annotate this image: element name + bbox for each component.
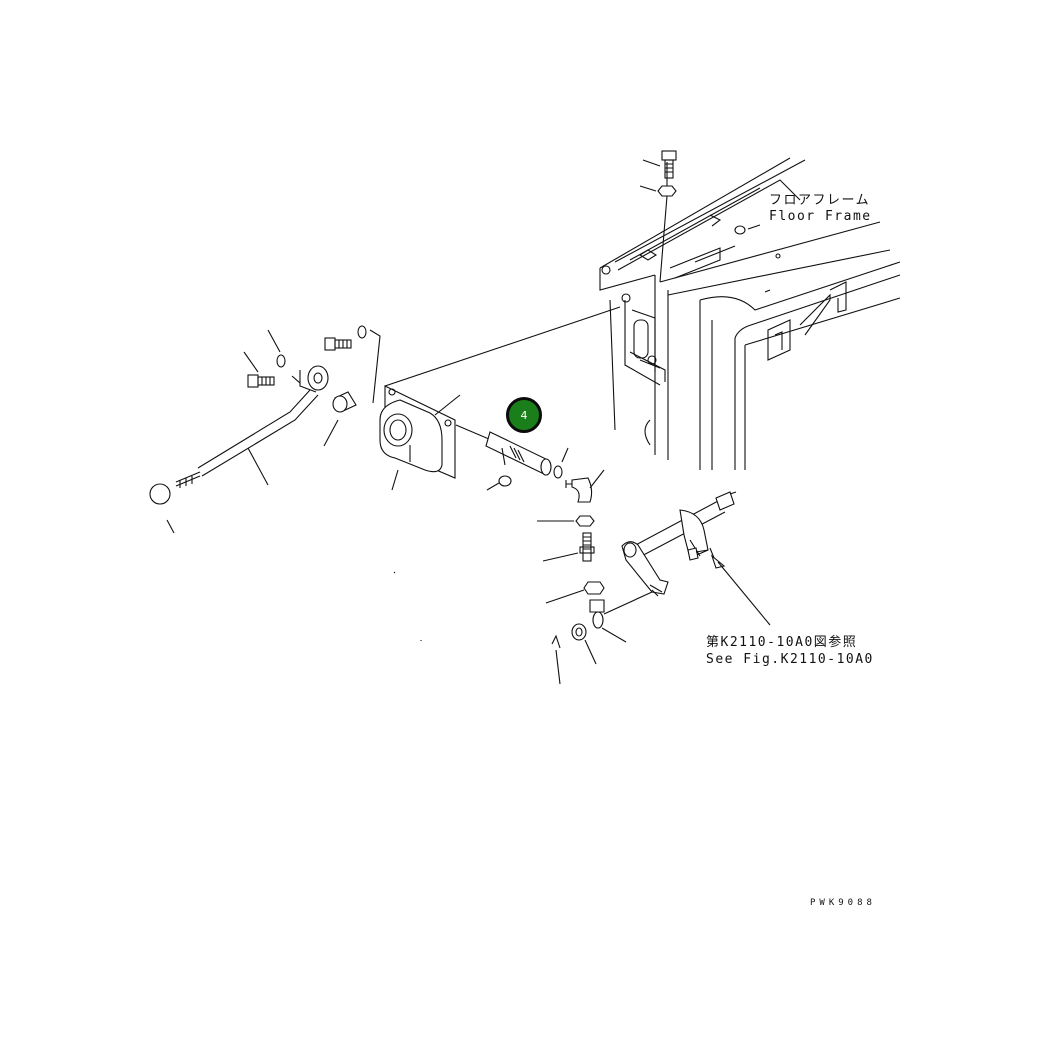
callout-4[interactable]: 4 [506,397,542,433]
floor-frame-label-en: Floor Frame [769,209,872,224]
pivot-shaft [455,424,569,491]
control-lever [149,329,357,534]
lever-bracket [324,306,621,491]
floor-frame [599,150,901,470]
drawing-code: PWK9088 [810,898,876,908]
reference-label-en: See Fig.K2110-10A0 [706,652,874,667]
linkage-parts [537,469,771,685]
floor-frame-label-jp: フロアフレーム [769,193,871,208]
reference-label-jp: 第K2110-10A0図参照 [706,635,858,650]
